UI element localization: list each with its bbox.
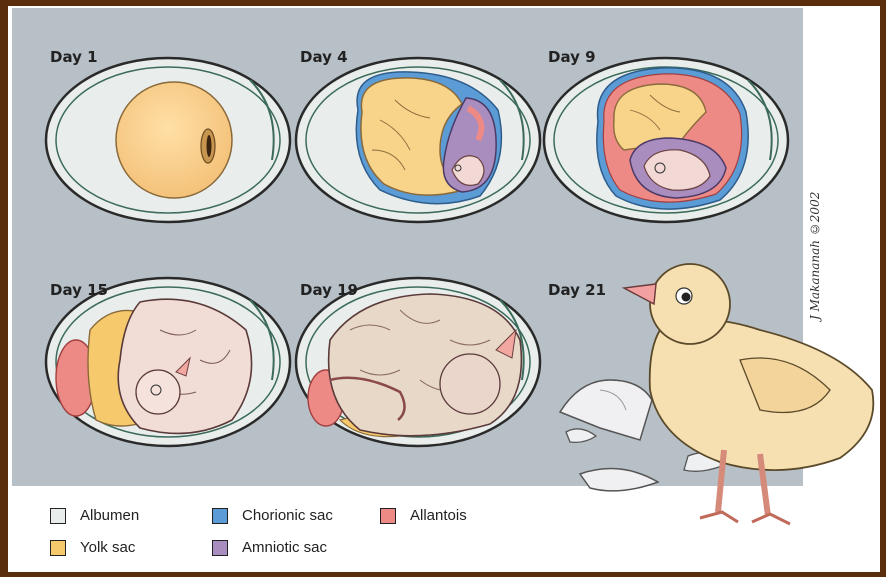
egg-day-4: [296, 58, 540, 222]
legend-item-amniotic-sac: Amniotic sac: [212, 539, 327, 556]
stage-label-day-21: Day 21: [548, 281, 606, 299]
stage-label-day-9: Day 9: [548, 48, 596, 66]
legend-swatch-chorionic-sac: [212, 508, 228, 524]
legend-item-albumen: Albumen: [50, 507, 139, 524]
stage-label-day-19: Day 19: [300, 281, 358, 299]
egg-day-19: [296, 278, 540, 446]
legend-label-yolk-sac: Yolk sac: [80, 539, 135, 556]
artist-signature: J Makananah ©2002: [808, 190, 828, 320]
legend-label-albumen: Albumen: [80, 507, 139, 524]
egg-day-15: [46, 278, 290, 446]
stage-label-day-1: Day 1: [50, 48, 98, 66]
legend-label-chorionic-sac: Chorionic sac: [242, 507, 333, 524]
legend: Albumen Chorionic sac Allantois Yolk sac…: [40, 500, 600, 560]
legend-label-amniotic-sac: Amniotic sac: [242, 539, 327, 556]
legend-swatch-amniotic-sac: [212, 540, 228, 556]
stage-label-day-15: Day 15: [50, 281, 108, 299]
egg-day-9: [544, 58, 788, 222]
stage-label-day-4: Day 4: [300, 48, 348, 66]
legend-item-yolk-sac: Yolk sac: [50, 539, 135, 556]
legend-swatch-yolk-sac: [50, 540, 66, 556]
legend-swatch-allantois: [380, 508, 396, 524]
egg-day-1: [46, 58, 290, 222]
legend-item-chorionic-sac: Chorionic sac: [212, 507, 333, 524]
legend-label-allantois: Allantois: [410, 507, 467, 524]
legend-item-allantois: Allantois: [380, 507, 467, 524]
legend-swatch-albumen: [50, 508, 66, 524]
